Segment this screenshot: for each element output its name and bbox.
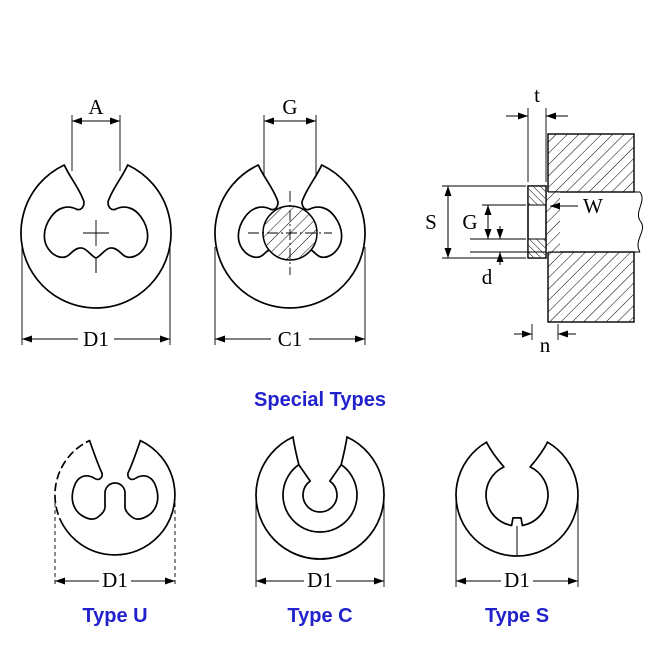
dim-label-d1: D1 (83, 327, 109, 351)
dim-label-g: G (282, 95, 297, 119)
type-u-view: D1 Type U (54, 439, 176, 627)
dim-g: G (263, 95, 317, 175)
dim-d1-type-c: D1 (255, 503, 385, 592)
dim-d1-front: D1 (21, 247, 171, 351)
type-u-outer-arc (62, 439, 176, 556)
type-u-inner-profile (71, 439, 159, 521)
dim-label-d: d (482, 265, 493, 289)
type-u-label: Type U (82, 605, 147, 627)
dim-d1-type-u: D1 (54, 503, 176, 592)
dim-label-w: W (583, 194, 603, 218)
type-c-view: D1 Type C (255, 436, 385, 627)
dim-w: W (550, 194, 603, 218)
shaft-section-strip-hatched (546, 192, 560, 252)
dim-d: d (470, 226, 546, 289)
type-s-label: Type S (485, 605, 549, 627)
type-c-label: Type C (287, 605, 352, 627)
housing-block-top-hatched (547, 133, 635, 193)
section-view: t W S G d n (425, 83, 643, 357)
front-view: A D1 (20, 95, 172, 351)
clip-section-top-hatched (528, 186, 546, 205)
dim-label-d1: D1 (504, 568, 530, 592)
dim-c1: C1 (214, 247, 366, 351)
dim-d1-type-s: D1 (455, 503, 579, 592)
dim-label-t: t (534, 83, 540, 107)
dim-label-s: S (425, 210, 437, 234)
dim-label-n: n (540, 333, 551, 357)
dim-a: A (71, 95, 121, 171)
type-c-horseshoe-slot (282, 463, 358, 533)
dim-label-c1: C1 (278, 327, 303, 351)
dim-s: S (425, 185, 526, 259)
type-s-inner-profile (485, 441, 549, 527)
eclip-outline (20, 164, 172, 309)
dim-n: n (514, 324, 576, 357)
shaft-break-line (637, 191, 643, 253)
type-s-outer-arc (455, 441, 579, 557)
dim-label-d1: D1 (102, 568, 128, 592)
type-c-gap-edge-left (292, 436, 300, 466)
installed-view: G C1 (214, 95, 366, 351)
type-u-outer-arc-dashed (54, 439, 91, 526)
eclip-outline (214, 164, 366, 309)
dim-label-g2: G (462, 210, 477, 234)
dim-label-a: A (88, 95, 104, 119)
type-s-view: D1 Type S (455, 441, 579, 627)
special-types-heading: Special Types (254, 389, 386, 411)
dim-label-d1: D1 (307, 568, 333, 592)
housing-block-bottom-hatched (547, 251, 635, 323)
type-c-gap-edge-right (340, 436, 348, 466)
dim-g-section: G (462, 204, 526, 240)
type-c-outer-arc (255, 436, 385, 560)
dim-t: t (506, 83, 568, 182)
clip-section-bottom-hatched (528, 239, 546, 258)
